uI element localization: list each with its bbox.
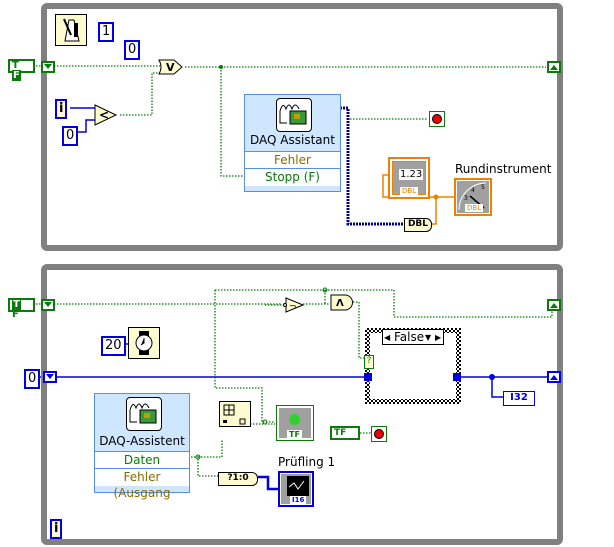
case-selector[interactable]: ◀ False ▼ ▶	[382, 329, 444, 345]
svg-text:3: 3	[464, 195, 468, 202]
gauge-label: Rundinstrument	[455, 162, 552, 176]
waveform-graph[interactable]: I16	[278, 471, 314, 507]
dbl-conversion-node[interactable]: DBL	[404, 218, 432, 232]
svg-text:5: 5	[481, 184, 485, 191]
wire-case-sel	[353, 301, 364, 359]
shift-register-init[interactable]: 0	[24, 369, 41, 389]
case-tunnel-left[interactable]	[364, 373, 372, 381]
wire-dbl-gauge	[430, 196, 456, 225]
tf-constant[interactable]: TF	[330, 426, 360, 440]
daq-input-stop[interactable]: Stopp (F)	[245, 168, 340, 186]
wire-convert	[191, 456, 218, 477]
led-type: TF	[287, 430, 302, 439]
daq-board-icon	[276, 98, 312, 132]
left-tunnel-bottom[interactable]	[41, 299, 55, 311]
wire-daq-data	[340, 106, 404, 226]
case-tunnel-right[interactable]	[453, 373, 461, 381]
and-node[interactable]: Λ	[330, 294, 355, 311]
shift-register-right[interactable]	[547, 371, 561, 383]
iteration-terminal: i	[55, 99, 68, 119]
svg-text:4: 4	[471, 187, 475, 194]
daq-title: DAQ-Assistent	[99, 434, 185, 448]
wire-stop-daq	[220, 67, 246, 177]
stop-button-indicator[interactable]	[429, 111, 445, 127]
bool-glyph: F	[12, 309, 19, 320]
stop-false-constant[interactable]: T F	[8, 59, 35, 81]
metronome-icon[interactable]	[55, 14, 87, 46]
wait-ms-icon[interactable]	[128, 327, 160, 359]
or-op-label: V	[166, 61, 175, 74]
case-selector-value: False	[394, 330, 425, 344]
wait-constant[interactable]: 20	[101, 336, 126, 356]
not-op-label: ¬	[289, 302, 297, 312]
array-build-icon[interactable]	[219, 401, 251, 427]
while-loop-bottom[interactable]	[41, 264, 563, 545]
stop-icon	[432, 114, 442, 124]
bool-value: T	[12, 299, 21, 310]
wire-graph	[258, 475, 281, 491]
right-tunnel-bottom[interactable]	[547, 299, 561, 311]
stop-icon	[374, 429, 384, 439]
wire-compare-inputs	[70, 107, 96, 133]
compare-op-label: <	[99, 108, 109, 122]
timing-constant[interactable]: 1	[98, 22, 115, 42]
bool-to-int-node[interactable]: ?1:0	[218, 472, 258, 486]
wire-led	[214, 290, 275, 423]
i32-indicator[interactable]: I32	[503, 391, 535, 406]
iteration-terminal-bottom: i	[50, 519, 63, 539]
led-icon	[289, 414, 300, 425]
case-prev-icon[interactable]: ◀	[384, 333, 391, 342]
daq-title: DAQ Assistant	[250, 133, 335, 147]
gauge-type: DBL	[465, 204, 484, 212]
daq-output-data[interactable]: Daten	[95, 451, 189, 469]
led-indicator[interactable]: TF	[276, 405, 314, 441]
case-next-icon[interactable]: ▶	[435, 333, 442, 342]
daq-output-error[interactable]: Fehler (Ausgang	[95, 468, 189, 500]
daq-input-error-in[interactable]: Fehler (Eingang)	[245, 151, 340, 183]
case-selector-terminal[interactable]: ?	[364, 355, 374, 369]
numeric-value: 1.23	[399, 169, 424, 180]
numeric-type: DBL	[400, 187, 419, 195]
left-tunnel-top[interactable]	[41, 61, 55, 73]
wire-compare-or	[120, 72, 160, 116]
daq-assistant-top[interactable]: DAQ Assistant Fehler (Eingang) Stopp (F)	[244, 94, 341, 192]
numeric-indicator[interactable]: 1.23 DBL	[388, 157, 430, 199]
daq-assistant-bottom[interactable]: DAQ-Assistent Daten Fehler (Ausgang	[94, 393, 190, 500]
and-op-label: Λ	[336, 298, 344, 309]
not-node[interactable]: ¬	[283, 297, 305, 313]
bool-glyph: T	[12, 60, 19, 71]
compare-zero-constant[interactable]: 0	[62, 126, 79, 146]
case-dropdown-icon[interactable]: ▼	[425, 333, 432, 342]
graph-type: I16	[290, 496, 307, 504]
bool-value: F	[12, 70, 21, 81]
wire-loop-cond	[325, 289, 553, 318]
wire-i32	[491, 377, 505, 398]
graph-label: Prüfling 1	[278, 455, 336, 469]
stop-button-bottom[interactable]	[371, 426, 387, 442]
or-node[interactable]: V	[158, 59, 184, 75]
shift-register-left[interactable]	[43, 371, 57, 383]
daq-board-icon	[126, 397, 162, 431]
while-loop-top[interactable]	[41, 3, 563, 251]
stop-true-constant[interactable]: T F	[8, 298, 35, 320]
right-tunnel-top[interactable]	[547, 61, 561, 73]
zero-constant[interactable]: 0	[124, 40, 141, 60]
less-than-node[interactable]: <	[94, 104, 118, 126]
